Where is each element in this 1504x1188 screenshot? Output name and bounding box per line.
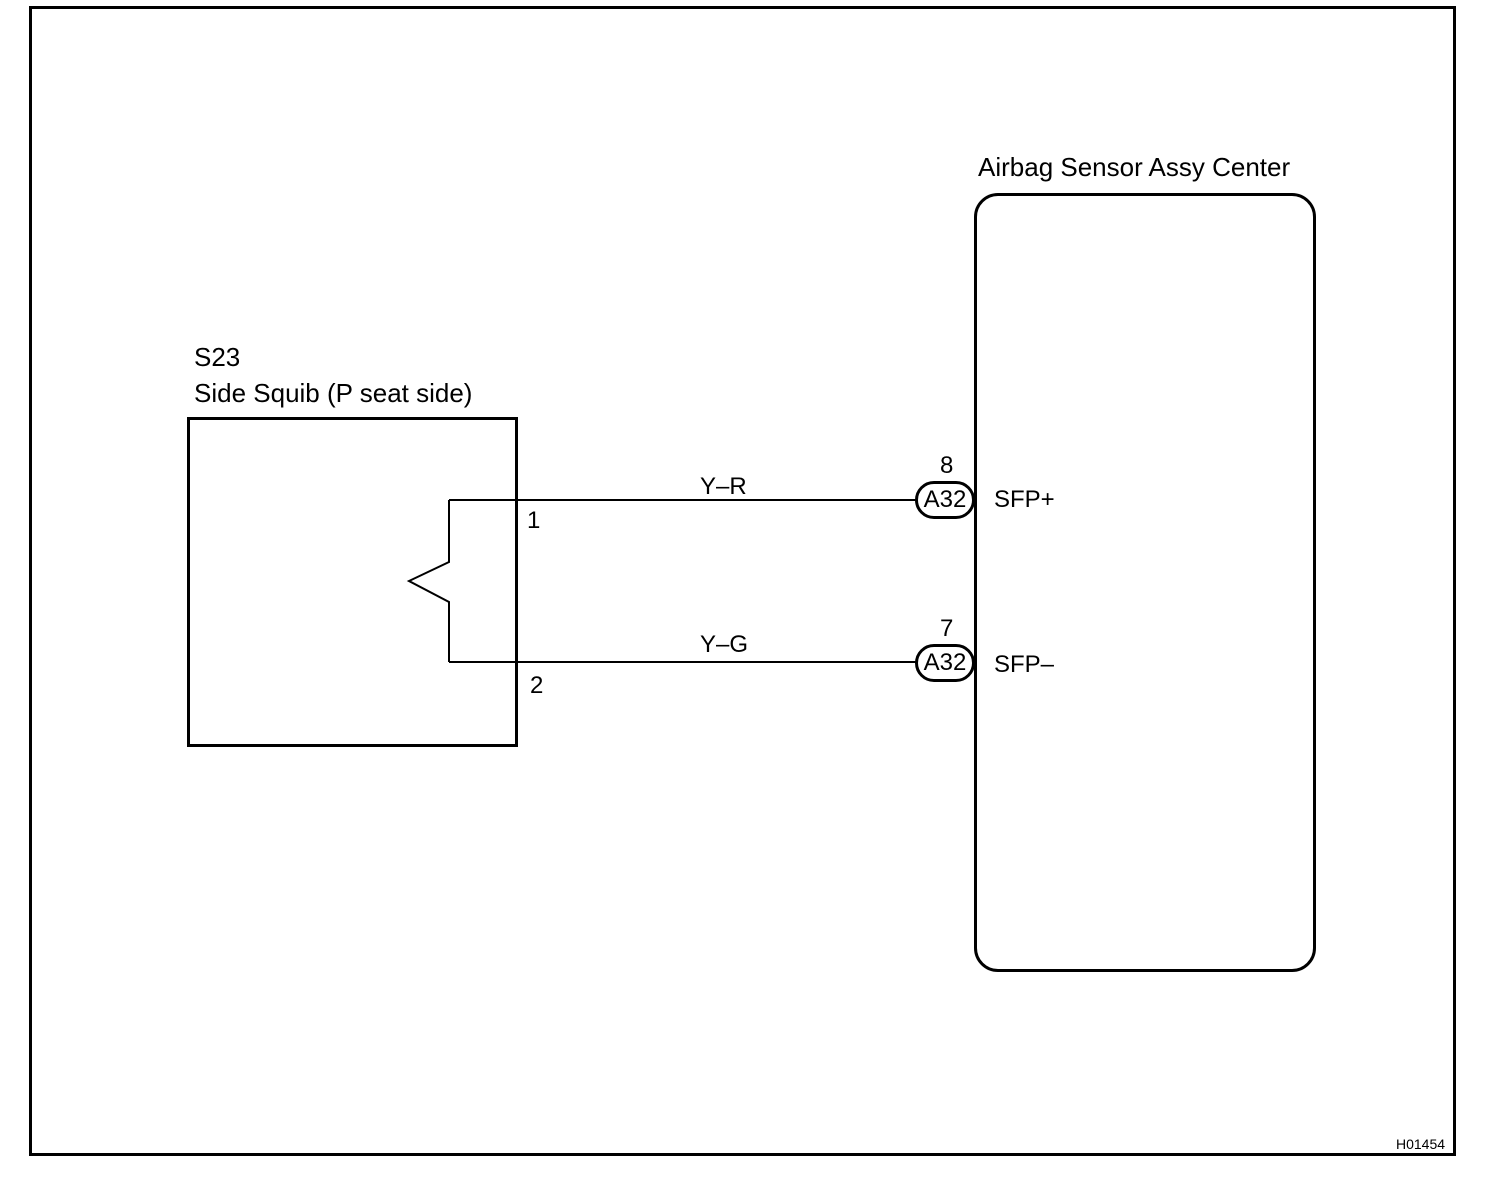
squib-code: S23 xyxy=(194,342,241,372)
connector-bottom-signal: SFP– xyxy=(994,651,1055,678)
connector-top-signal: SFP+ xyxy=(994,486,1055,513)
connector-top-pin: 8 xyxy=(940,452,954,479)
squib-name: Side Squib (P seat side) xyxy=(194,378,473,408)
wire-color-top: Y–R xyxy=(700,473,747,500)
connector-top-id: A32 xyxy=(923,486,967,513)
connector-bottom: A32 xyxy=(915,644,975,682)
connector-top: A32 xyxy=(915,481,975,519)
connector-bottom-pin: 7 xyxy=(940,615,954,642)
connector-bottom-id: A32 xyxy=(923,649,967,676)
squib-pin-2: 2 xyxy=(530,672,544,699)
squib-pin-1: 1 xyxy=(527,507,541,534)
ecu-box xyxy=(974,193,1316,972)
squib-box xyxy=(187,417,518,747)
squib-element xyxy=(406,500,450,662)
figure-code: H01454 xyxy=(1396,1136,1446,1152)
ecu-name: Airbag Sensor Assy Center xyxy=(978,152,1291,182)
diagram-frame xyxy=(29,6,1456,1156)
wire-color-bottom: Y–G xyxy=(700,631,749,658)
